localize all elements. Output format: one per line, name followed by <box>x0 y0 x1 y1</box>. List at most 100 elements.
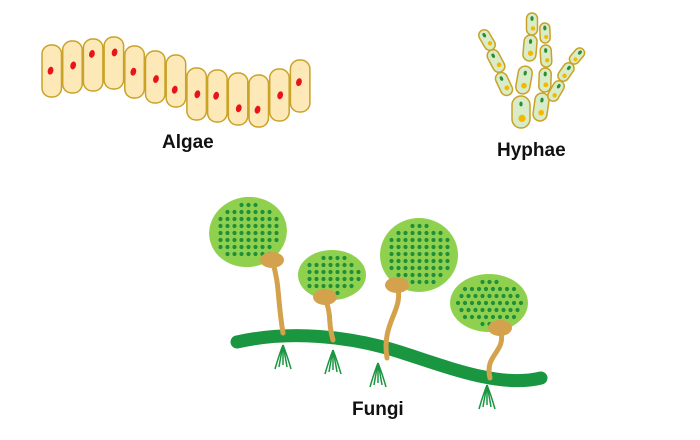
sporangium <box>450 274 528 336</box>
spore <box>267 237 272 243</box>
rhizoid <box>486 384 496 410</box>
hypha-cell-wall <box>539 44 553 68</box>
spore <box>424 272 429 278</box>
hypha-yellow-dot <box>544 34 549 39</box>
spore <box>342 276 347 282</box>
spore <box>246 202 251 208</box>
spore <box>267 209 272 215</box>
spore <box>504 314 510 320</box>
algae-nucleus <box>194 90 201 99</box>
spore <box>431 279 436 285</box>
spore <box>342 255 347 261</box>
spore <box>239 251 244 257</box>
spore <box>469 314 475 320</box>
hypha-yellow-dot <box>521 82 527 89</box>
spore <box>225 237 230 243</box>
spore <box>396 265 401 271</box>
hypha-cell <box>538 67 552 93</box>
hypha-yellow-dot <box>518 114 526 122</box>
spore <box>335 290 340 296</box>
spore <box>396 258 401 264</box>
algae-filament <box>41 36 311 128</box>
spore <box>431 258 436 264</box>
spore <box>246 237 251 243</box>
spore <box>253 223 258 229</box>
spore <box>396 251 401 257</box>
hypha-cell <box>494 71 514 97</box>
spore <box>476 286 482 292</box>
hypha-green-dot <box>491 53 495 58</box>
spore <box>403 244 408 250</box>
spore <box>232 237 237 243</box>
spore <box>232 223 237 229</box>
spore <box>246 209 251 215</box>
hyphae-branches <box>478 12 586 129</box>
spore <box>424 258 429 264</box>
spore <box>403 230 408 236</box>
hypha-green-dot <box>528 39 533 44</box>
spore <box>466 307 471 313</box>
spore <box>417 244 422 250</box>
spore <box>490 300 496 306</box>
algae-label: Algae <box>162 132 214 153</box>
hypha-green-dot <box>540 97 544 103</box>
spore <box>431 230 436 236</box>
spore <box>225 244 230 250</box>
algae-nucleus <box>171 85 178 94</box>
spore <box>462 314 468 320</box>
spore <box>218 230 223 236</box>
sporangium <box>380 218 458 293</box>
spore <box>469 300 475 306</box>
spore <box>504 286 510 292</box>
algae-cell <box>103 36 125 90</box>
spore <box>267 223 272 229</box>
spore <box>239 230 244 236</box>
spore <box>253 244 258 250</box>
algae-cell <box>289 59 311 113</box>
spore <box>307 262 312 268</box>
spore <box>438 244 443 250</box>
spore <box>487 293 492 299</box>
spore <box>253 251 258 257</box>
spore <box>396 244 401 250</box>
spore <box>396 272 401 278</box>
algae-nucleus <box>130 67 137 76</box>
spore <box>335 283 340 289</box>
spore <box>267 230 272 236</box>
spore <box>494 279 499 285</box>
hypha-green-dot <box>556 84 561 89</box>
spore <box>480 279 485 285</box>
spore <box>260 209 265 215</box>
spore <box>410 265 415 271</box>
spore <box>403 251 408 257</box>
hypha-yellow-dot <box>538 109 545 116</box>
spore <box>218 237 223 243</box>
algae-cell <box>165 54 187 108</box>
spore <box>307 276 312 282</box>
spore <box>459 293 464 299</box>
spore <box>232 230 237 236</box>
spore <box>225 251 230 257</box>
spore <box>410 244 415 250</box>
spore <box>417 265 422 271</box>
algae-nucleus <box>153 75 159 83</box>
spore <box>307 283 312 289</box>
spore <box>253 209 258 215</box>
hypha-cell <box>525 12 539 36</box>
spore <box>218 244 223 250</box>
spore <box>225 230 230 236</box>
spore <box>239 244 244 250</box>
columella <box>385 277 409 293</box>
hypha-cell-wall <box>478 28 496 52</box>
spore <box>508 293 513 299</box>
spore <box>466 293 471 299</box>
spore <box>356 269 361 275</box>
hypha-cell <box>515 65 533 95</box>
spore <box>403 272 408 278</box>
spore <box>342 262 347 268</box>
hypha-cell-wall <box>494 71 514 97</box>
algae-nucleus <box>89 50 95 58</box>
spore <box>511 300 517 306</box>
spore <box>424 279 429 285</box>
spore <box>410 279 415 285</box>
